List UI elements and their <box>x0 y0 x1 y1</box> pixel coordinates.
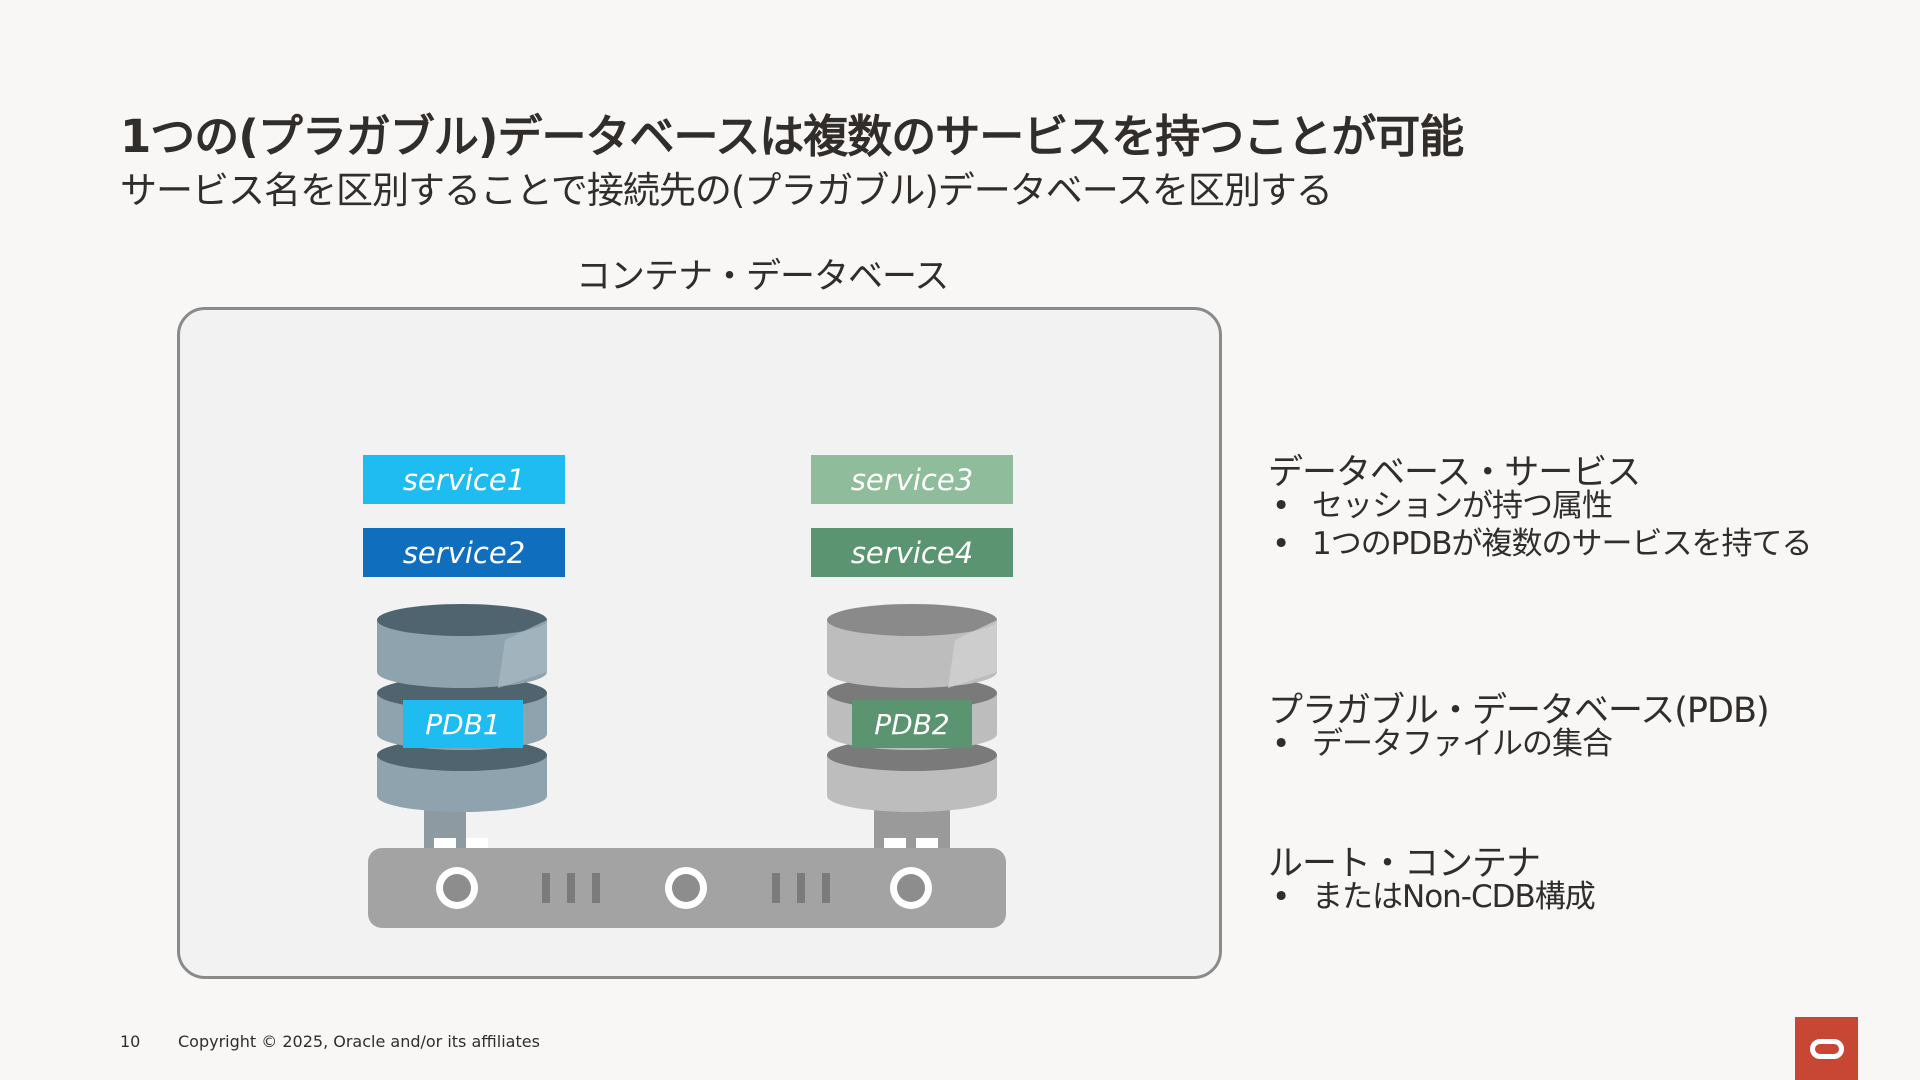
service3-box: service3 <box>811 455 1013 504</box>
oracle-logo-icon <box>1795 1017 1858 1080</box>
service1-box: service1 <box>363 455 565 504</box>
legend-list-item: またはNon-CDB構成 <box>1268 878 1596 916</box>
page-number: 10 <box>120 1032 141 1051</box>
slide-subtitle: サービス名を区別することで接続先の(プラガブル)データベースを区別する <box>120 169 1333 212</box>
slide-title: 1つの(プラガブル)データベースは複数のサービスを持つことが可能 <box>120 110 1464 163</box>
legend-list-item: セッションが持つ属性 <box>1268 487 1812 525</box>
legend-list-item: データファイルの集合 <box>1268 725 1613 763</box>
legend-pdb-list: データファイルの集合 <box>1268 725 1613 763</box>
pdb2-label: PDB2 <box>852 700 972 748</box>
legend-db-service-list: セッションが持つ属性 1つのPDBが複数のサービスを持てる <box>1268 487 1813 563</box>
service4-box: service4 <box>811 528 1013 577</box>
legend-list-item: 1つのPDBが複数のサービスを持てる <box>1268 525 1813 563</box>
container-db-label: コンテナ・データベース <box>576 257 949 297</box>
service2-box: service2 <box>363 528 565 577</box>
pdb1-label: PDB1 <box>403 700 523 748</box>
legend-root-list: またはNon-CDB構成 <box>1268 878 1596 916</box>
copyright-text: Copyright © 2025, Oracle and/or its affi… <box>178 1032 540 1051</box>
